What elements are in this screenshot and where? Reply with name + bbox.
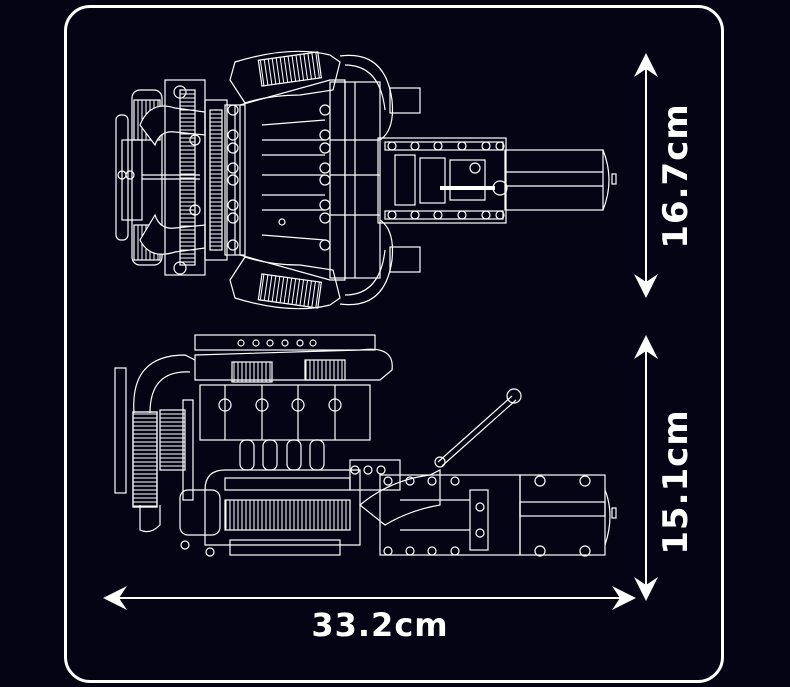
- length-value: 33.2cm: [311, 606, 449, 644]
- side-view-drawing: [114, 334, 617, 557]
- top-view-drawing: [115, 50, 617, 310]
- length-label: 33.2cm: [0, 606, 790, 644]
- side-view-height-label: 15.1cm: [656, 409, 696, 555]
- top-view-height-label: 16.7cm: [656, 103, 696, 249]
- outer-frame: [64, 5, 724, 683]
